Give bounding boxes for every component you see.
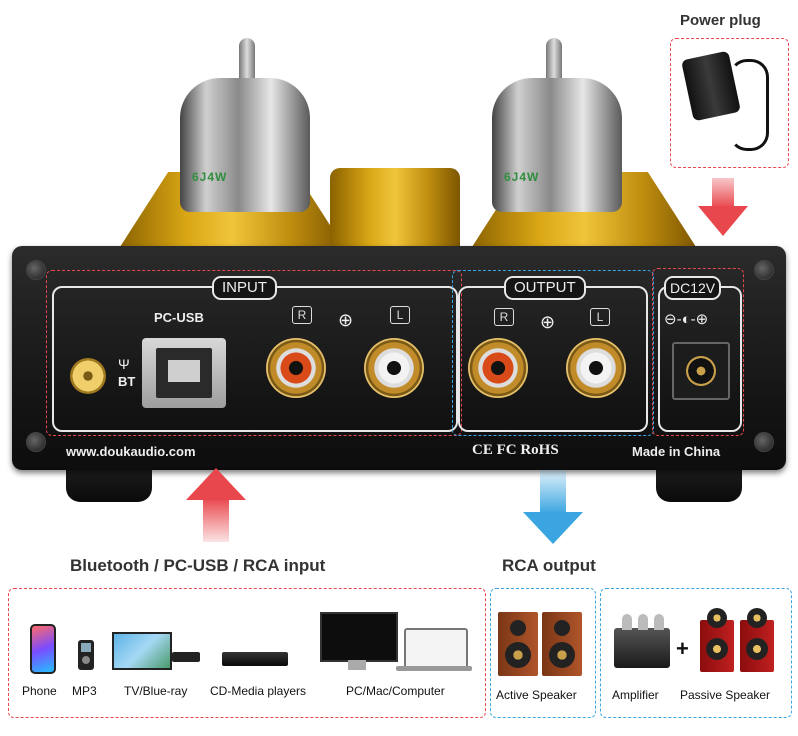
screw-icon <box>26 260 46 280</box>
laptop-base-icon <box>396 666 472 671</box>
right-tube-print: 6J4W <box>504 170 540 184</box>
output-rca-right[interactable] <box>468 338 528 398</box>
input-label: INPUT <box>212 276 277 300</box>
center-gold-cap <box>330 168 460 248</box>
active-speaker-icon <box>498 612 538 676</box>
input-arrow-icon <box>203 498 229 542</box>
amp-speaker-box <box>600 588 792 718</box>
mp3-label: MP3 <box>72 684 97 698</box>
power-plug-title: Power plug <box>680 12 761 29</box>
input-rca-left[interactable] <box>364 338 424 398</box>
ground-icon: ⊕ <box>338 310 354 330</box>
left-tube-print: 6J4W <box>192 170 228 184</box>
bt-antenna-jack[interactable] <box>70 358 106 394</box>
dc-power-jack[interactable] <box>672 342 730 400</box>
made-in-text: Made in China <box>632 444 721 459</box>
cd-player-icon <box>222 652 288 666</box>
left-tube: 6J4W <box>180 78 310 212</box>
passive-speaker-icon <box>740 608 774 672</box>
router-icon <box>172 652 200 662</box>
monitor-icon <box>320 612 398 662</box>
active-speaker-box <box>490 588 596 718</box>
right-tube-tip <box>546 38 562 82</box>
output-arrow-icon <box>540 470 566 514</box>
passive-speaker-icon <box>700 608 734 672</box>
power-plug-box <box>670 38 789 168</box>
output-highlight <box>452 270 654 436</box>
mp3-icon <box>78 640 94 670</box>
amplifier-rear-panel: INPUT PC-USB Ψ BT R ⊕ L OUTPUT R ⊕ L DC1… <box>12 246 786 470</box>
bt-label: BT <box>118 374 136 389</box>
phone-icon <box>30 624 56 674</box>
input-r-marker: R <box>292 306 312 324</box>
input-highlight <box>46 270 462 436</box>
screw-icon <box>754 260 774 280</box>
pc-label: PC/Mac/Computer <box>346 684 445 698</box>
input-devices-box <box>8 588 486 718</box>
polarity-icon: ⊖-◐-⊕ <box>664 311 709 328</box>
input-rca-right[interactable] <box>266 338 326 398</box>
screw-icon <box>26 432 46 452</box>
antenna-icon: Ψ <box>118 356 130 372</box>
certification-marks: CE FC RoHS <box>472 442 559 458</box>
output-l-marker: L <box>590 308 610 326</box>
right-foot <box>656 466 742 502</box>
left-foot <box>66 466 152 502</box>
power-arrowhead-icon <box>698 206 748 236</box>
amplifier-icon <box>614 614 670 668</box>
power-cable-icon <box>729 59 769 151</box>
cd-label: CD-Media players <box>210 684 307 698</box>
ground-icon: ⊕ <box>540 312 556 332</box>
pcusb-label: PC-USB <box>154 310 204 325</box>
passive-speaker-label: Passive Speaker <box>680 688 771 702</box>
website-text: www.doukaudio.com <box>66 444 196 459</box>
dc-label: DC12V <box>664 276 722 300</box>
usb-b-port[interactable] <box>142 338 226 408</box>
input-arrowhead-icon <box>186 468 246 500</box>
left-tube-tip <box>239 38 255 82</box>
active-speaker-label: Active Speaker <box>496 688 577 702</box>
output-label: OUTPUT <box>504 276 586 300</box>
monitor-stand-icon <box>348 660 366 670</box>
active-speaker-icon <box>542 612 582 676</box>
input-l-marker: L <box>390 306 410 324</box>
screw-icon <box>754 432 774 452</box>
output-arrowhead-icon <box>523 512 583 544</box>
output-caption: RCA output <box>502 556 596 575</box>
amplifier-label: Amplifier <box>612 688 659 702</box>
output-r-marker: R <box>494 308 514 326</box>
output-rca-left[interactable] <box>566 338 626 398</box>
tv-label: TV/Blue-ray <box>124 684 188 698</box>
laptop-icon <box>404 628 468 670</box>
input-caption: Bluetooth / PC-USB / RCA input <box>70 556 326 575</box>
phone-label: Phone <box>22 684 57 698</box>
plus-sign: + <box>676 636 689 661</box>
tv-icon <box>112 632 172 670</box>
dc-highlight <box>652 268 744 436</box>
right-tube: 6J4W <box>492 78 622 212</box>
power-arrow-icon <box>712 178 734 208</box>
